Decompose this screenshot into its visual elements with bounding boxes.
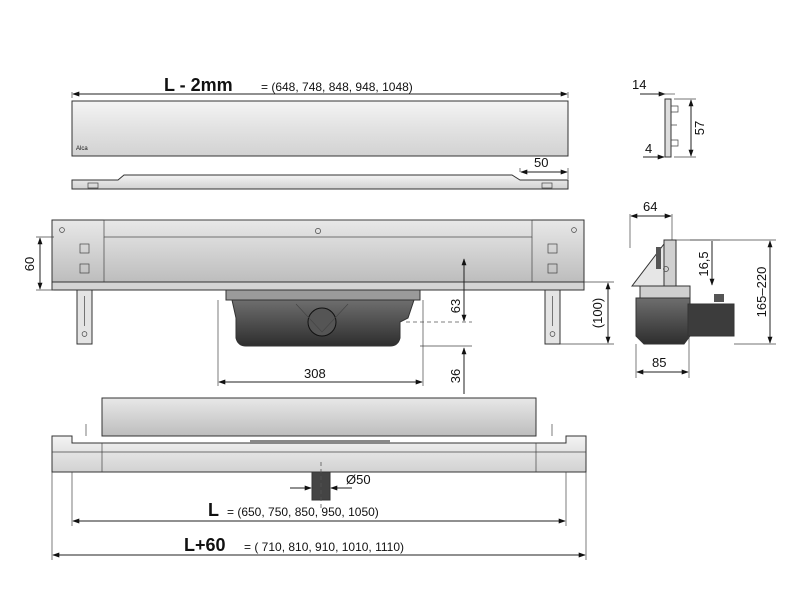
frame-hole-right bbox=[571, 227, 577, 233]
grate-brand-logo: Alca bbox=[76, 146, 88, 152]
assembly-trap-flange bbox=[250, 440, 390, 444]
trap-inner-lines bbox=[295, 303, 349, 333]
profile-57-label: 57 bbox=[692, 121, 707, 135]
channel-base-flange bbox=[51, 281, 585, 291]
assembly-frame bbox=[51, 435, 587, 473]
grate-plate bbox=[71, 100, 569, 157]
length-L60-sizes-label: = ( 710, 810, 910, 1010, 1110) bbox=[244, 540, 404, 554]
section-outlet-pipe bbox=[687, 303, 735, 337]
leg-left-hole bbox=[81, 331, 88, 337]
grate-profile-tab-left bbox=[87, 182, 99, 189]
frame-slot-left-2 bbox=[79, 263, 90, 274]
section-bolt bbox=[656, 247, 661, 269]
section-outlet-cap bbox=[714, 294, 724, 302]
section-bolt-head bbox=[663, 266, 669, 272]
section-trap bbox=[635, 297, 691, 345]
channel-body-view: 60 63 36 (100) 308 bbox=[22, 219, 614, 394]
section-64-label: 64 bbox=[643, 199, 657, 214]
body-36-label: 36 bbox=[448, 369, 463, 383]
frame-slot-right-2 bbox=[547, 263, 558, 274]
assembly-view: Ø50 L = (650, 750, 850, 950, 1050) L+60 … bbox=[51, 397, 587, 560]
trap-flange bbox=[225, 289, 421, 301]
grate-profile-tab-right bbox=[541, 182, 553, 189]
section-165-220-label: 165–220 bbox=[754, 267, 769, 318]
section-85-label: 85 bbox=[652, 355, 666, 370]
channel-body bbox=[51, 219, 585, 283]
profile-14-label: 14 bbox=[632, 77, 646, 92]
leg-right-hole bbox=[549, 331, 556, 337]
profile-ribs bbox=[671, 105, 679, 147]
profile-body bbox=[664, 98, 672, 158]
profile-4-label: 4 bbox=[645, 141, 652, 156]
body-100-label: (100) bbox=[590, 298, 605, 328]
section-16-5-label: 16,5 bbox=[696, 251, 711, 276]
grate-view: L - 2mm = (648, 748, 848, 948, 1048) Alc… bbox=[71, 75, 569, 190]
grate-length-label: L - 2mm bbox=[164, 75, 233, 95]
edge-dim-label: 50 bbox=[534, 155, 548, 170]
profile-section: 14 57 4 bbox=[632, 77, 707, 160]
outlet-dia-label: Ø50 bbox=[346, 472, 371, 487]
section-channel-top bbox=[639, 285, 691, 299]
frame-hole-left bbox=[59, 227, 65, 233]
length-L-label: L bbox=[208, 500, 219, 520]
length-L60-label: L+60 bbox=[184, 535, 226, 555]
section-upright bbox=[663, 239, 677, 287]
assembly-body bbox=[101, 397, 537, 437]
body-63-label: 63 bbox=[448, 299, 463, 313]
length-L-sizes-label: = (650, 750, 850, 950, 1050) bbox=[227, 505, 379, 519]
channel-screw bbox=[315, 228, 321, 234]
frame-slot-left-1 bbox=[79, 243, 90, 254]
body-308-label: 308 bbox=[304, 366, 326, 381]
cross-section-view: 64 16,5 165–220 85 bbox=[629, 199, 776, 378]
trap-outlet-ring bbox=[307, 307, 337, 337]
grate-profile bbox=[71, 174, 569, 190]
frame-slot-right-1 bbox=[547, 243, 558, 254]
grate-sizes-label: = (648, 748, 848, 948, 1048) bbox=[261, 80, 413, 94]
side-60-label: 60 bbox=[22, 257, 37, 271]
channel-top-strip bbox=[103, 219, 533, 238]
